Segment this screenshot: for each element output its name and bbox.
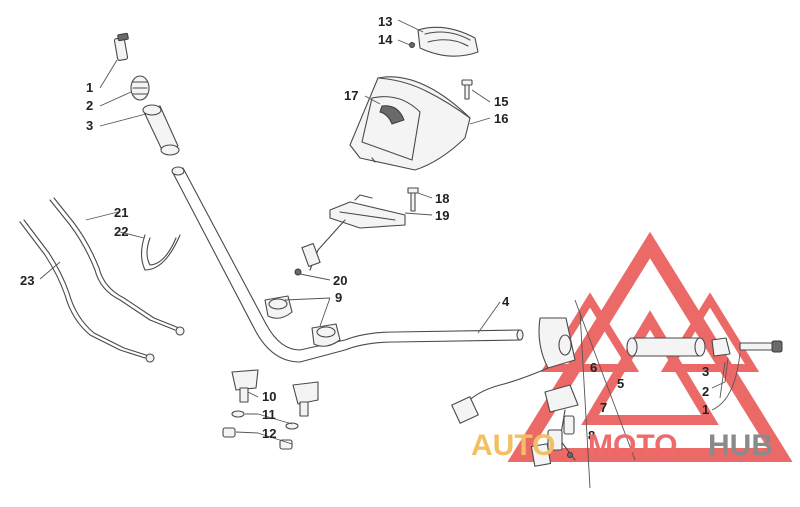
instrument-cover (349, 76, 471, 171)
upper-clamps (264, 295, 341, 347)
callout-7: 7 (600, 400, 607, 415)
callout-19: 19 (435, 208, 449, 223)
callout-15: 15 (494, 94, 508, 109)
lower-risers (222, 369, 319, 450)
callout-16: 16 (494, 111, 508, 126)
callout-13: 13 (378, 14, 392, 29)
callout-9: 9 (335, 290, 342, 305)
callout-4: 4 (502, 294, 510, 309)
callout-10: 10 (262, 389, 276, 404)
callout-1-left: 1 (86, 80, 93, 95)
watermark-triangle-right (660, 292, 760, 372)
watermark-word-moto: MOTO (588, 429, 677, 462)
callout-2-left: 2 (86, 98, 93, 113)
callout-18: 18 (435, 191, 449, 206)
instrument-cluster (409, 26, 479, 57)
callout-14: 14 (378, 32, 393, 47)
callout-22: 22 (114, 224, 128, 239)
callout-21: 21 (114, 205, 128, 220)
callout-labels: 1 2 3 4 5 6 7 8 9 10 11 12 13 14 15 16 1… (20, 14, 709, 443)
callout-8: 8 (588, 428, 595, 443)
watermark-wordmark: AUTO MOTO HUB (471, 429, 773, 462)
watermark-word-auto: AUTO (471, 429, 555, 462)
right-switch-assembly (451, 317, 579, 467)
callout-11: 11 (262, 407, 276, 422)
handlebar (171, 166, 524, 363)
right-grip-assembly (626, 337, 783, 357)
callout-20: 20 (333, 273, 347, 288)
callout-5: 5 (617, 376, 624, 391)
callout-6: 6 (590, 360, 597, 375)
watermark-word-hub: HUB (708, 429, 773, 462)
callout-3-right: 3 (702, 364, 709, 379)
left-grip-assembly (113, 32, 180, 156)
instrument-bracket (294, 187, 419, 276)
screw-15 (461, 79, 473, 100)
control-cables (19, 197, 185, 363)
callout-3-left: 3 (86, 118, 93, 133)
callout-17: 17 (344, 88, 358, 103)
callout-2-right: 2 (702, 384, 709, 399)
callout-1-right: 1 (702, 402, 709, 417)
callout-12: 12 (262, 426, 276, 441)
callout-23: 23 (20, 273, 34, 288)
leader-lines (39, 19, 741, 489)
